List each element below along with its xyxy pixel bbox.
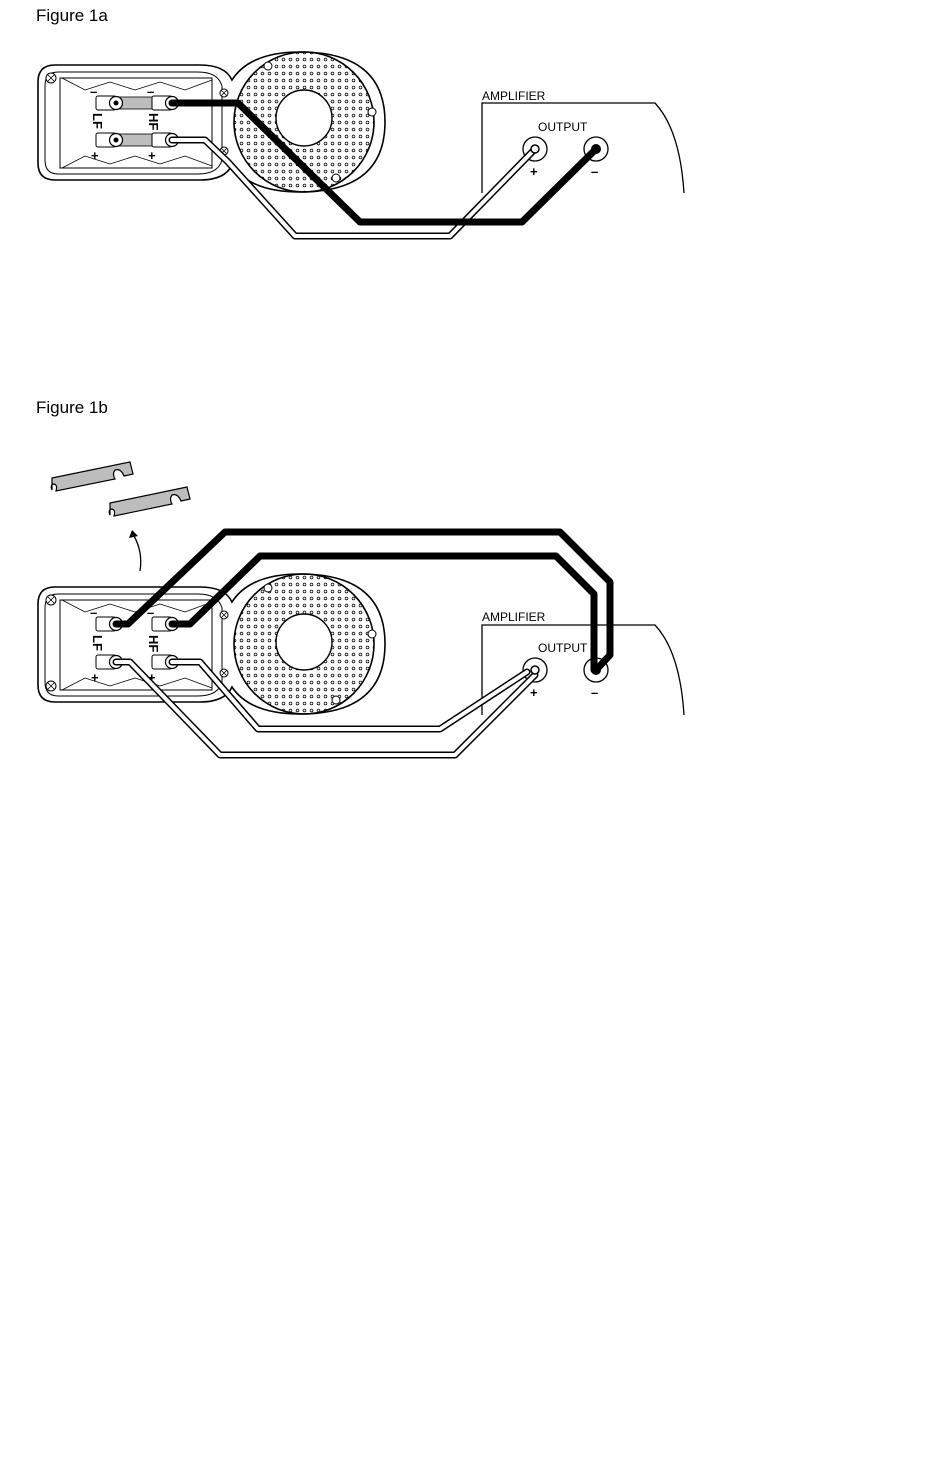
output-label: OUTPUT (538, 641, 588, 655)
label-plus: + (91, 148, 99, 163)
driver-grille (234, 574, 376, 714)
screw-icon (46, 681, 56, 691)
label-minus: – (147, 84, 154, 99)
output-label: OUTPUT (538, 120, 588, 134)
label-minus: – (90, 84, 97, 99)
wiring-diagrams: – – + + LF HF AMPLIFIER OUTPUT + – (0, 0, 950, 800)
label-hf: HF (146, 635, 161, 652)
label-plus: + (91, 670, 99, 685)
label-lf: LF (90, 635, 105, 651)
terminal-plate (60, 78, 212, 168)
terminal-lf-minus (96, 96, 123, 110)
label-plus: + (148, 148, 156, 163)
amplifier-body (482, 103, 684, 193)
screw-icon (220, 89, 228, 97)
screw-icon (220, 611, 228, 619)
label-minus: – (90, 605, 97, 620)
screw-icon (46, 595, 56, 605)
screw-icon (220, 669, 228, 677)
terminal-lf-plus (96, 133, 123, 147)
output-plus-label: + (530, 685, 538, 700)
output-plus-label: + (530, 164, 538, 179)
removed-link-bar (51, 462, 133, 491)
removed-link-bar (109, 487, 190, 516)
amplifier-label: AMPLIFIER (482, 89, 546, 103)
output-minus-label: – (591, 685, 598, 700)
output-minus-label: – (591, 164, 598, 179)
label-hf: HF (146, 113, 161, 130)
figure-1b: – – + + LF HF AMPLIFIER OUTPUT + – (38, 462, 684, 755)
figure-1a: – – + + LF HF AMPLIFIER OUTPUT + – (38, 52, 684, 236)
arrow-up-icon (129, 530, 141, 571)
label-lf: LF (90, 113, 105, 129)
screw-icon (46, 73, 56, 83)
amplifier-label: AMPLIFIER (482, 610, 546, 624)
